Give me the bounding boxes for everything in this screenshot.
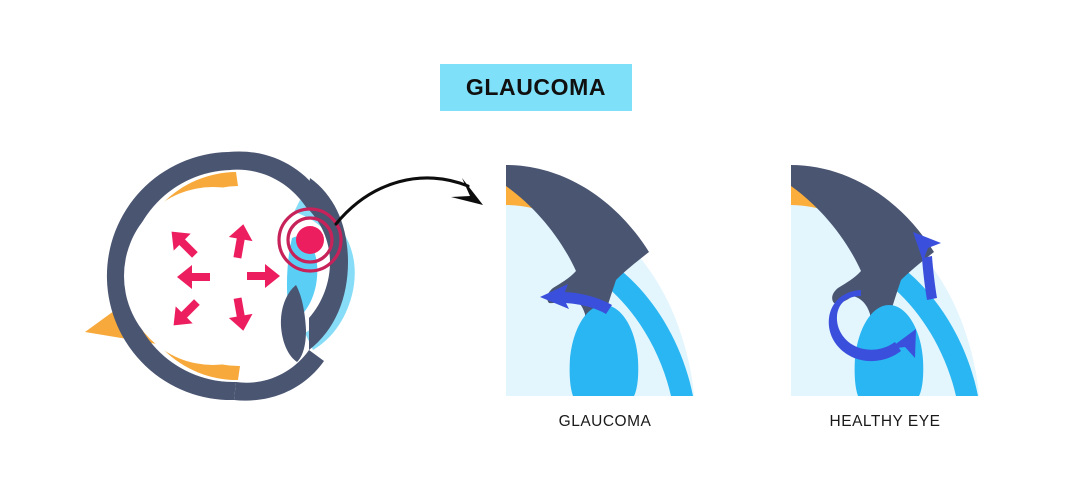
pressure-ring-outer — [277, 207, 343, 273]
glaucoma-cornea-arc — [597, 262, 693, 396]
glaucoma-iris-body — [506, 165, 649, 363]
healthy-cornea-arc — [882, 262, 978, 396]
pressure-arrow-up-left — [171, 231, 198, 258]
callout-arrow — [334, 176, 483, 226]
page-title-text: GLAUCOMA — [465, 74, 607, 100]
glaucoma-flow-arrow-head — [540, 284, 569, 309]
healthy-upflow-arrow — [913, 232, 941, 300]
pressure-arrow-down-left — [173, 299, 200, 326]
intraocular-pressure-marker — [277, 207, 343, 273]
healthy-outflow-arrow — [828, 290, 916, 362]
title-banner-background — [440, 64, 632, 111]
pressure-ring-inner — [286, 216, 334, 264]
healthy-detail-panel — [791, 165, 979, 396]
pressure-arrow-right — [247, 264, 280, 288]
caption-healthy: HEALTHY EYE — [829, 413, 941, 430]
sclera-ring — [106, 152, 237, 401]
iris-wedge — [280, 285, 306, 362]
healthy-outflow-arrow-head — [889, 329, 916, 358]
sclera-upper-flap — [228, 151, 322, 207]
pressure-arrow-down-right — [228, 297, 253, 331]
pressure-dot — [296, 226, 324, 254]
caption-glaucoma: GLAUCOMA — [558, 413, 652, 430]
pressure-arrow-left — [177, 265, 210, 289]
glaucoma-lens — [569, 305, 639, 396]
healthy-iris-body — [791, 165, 934, 363]
glaucoma-flow-arrow — [540, 284, 612, 314]
pressure-arrow-up-right — [228, 224, 253, 259]
page-title: GLAUCOMA — [440, 64, 632, 111]
sclera-lower-flap — [234, 350, 324, 401]
vitreous-interior — [124, 187, 302, 365]
healthy-upflow-arrow-head — [913, 232, 941, 261]
glaucoma-detail-panel — [506, 165, 694, 396]
pressure-arrow-group — [171, 224, 280, 331]
callout-arrow-head — [451, 178, 483, 205]
